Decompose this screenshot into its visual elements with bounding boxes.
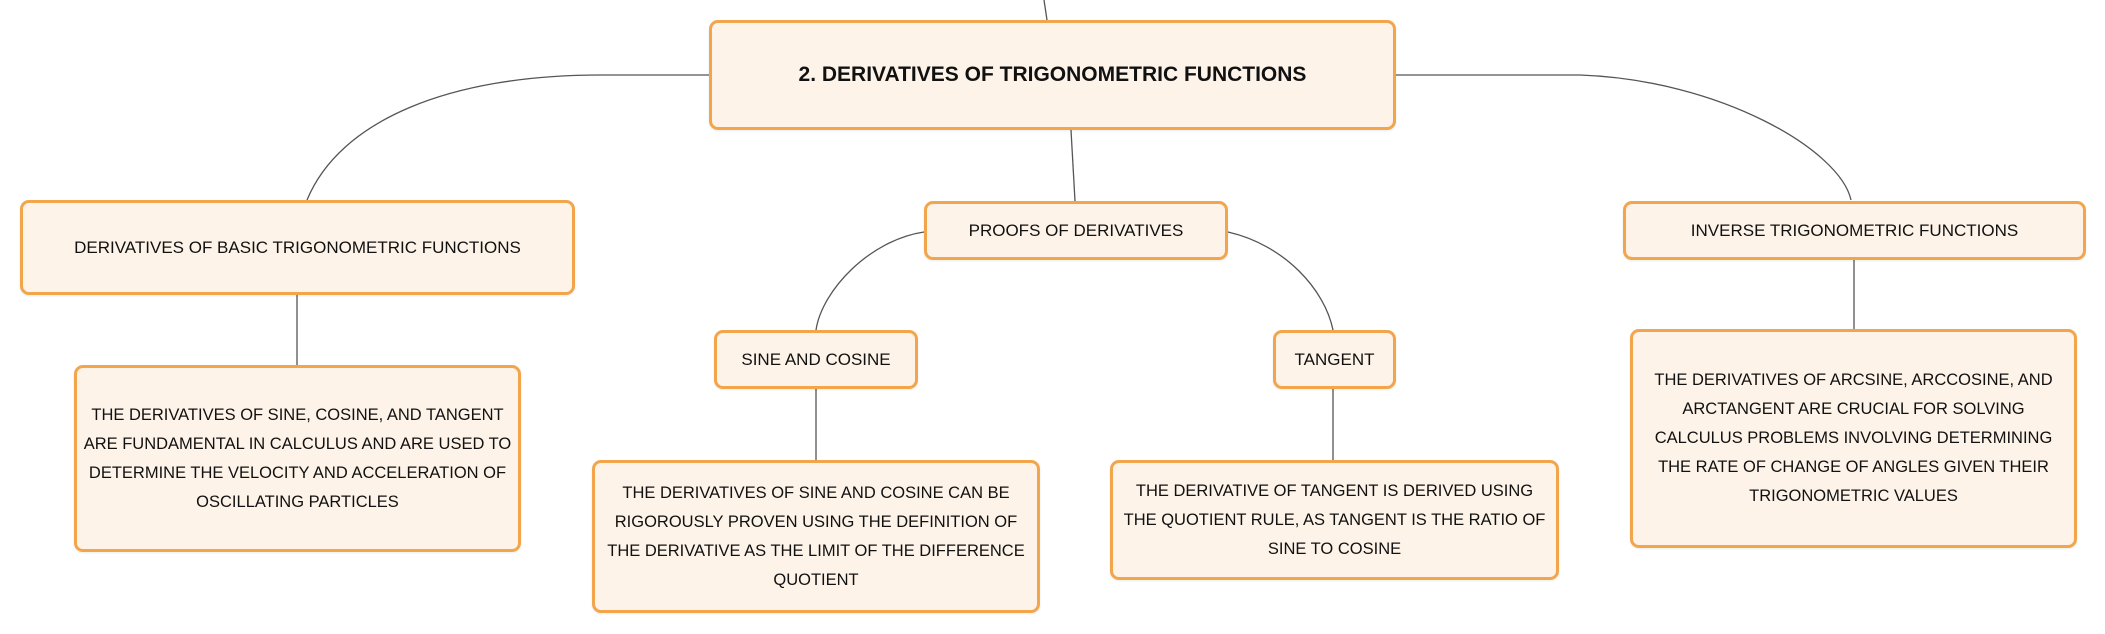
proofs-label: PROOFS OF DERIVATIVES xyxy=(968,220,1184,240)
tangent-label: TANGENT xyxy=(1294,349,1375,369)
edge-root-basic xyxy=(306,74,709,201)
tangent-description-node[interactable]: THE DERIVATIVE OF TANGENT IS DERIVED USI… xyxy=(1110,460,1559,580)
basic-functions-node[interactable]: DERIVATIVES OF BASIC TRIGONOMETRIC FUNCT… xyxy=(20,200,575,295)
sine-cosine-description: THE DERIVATIVES OF SINE AND COSINE CAN B… xyxy=(607,483,1025,589)
edge-root-inverse xyxy=(1396,74,1852,201)
edge-root-proofs xyxy=(1070,129,1076,202)
tangent-description: THE DERIVATIVE OF TANGENT IS DERIVED USI… xyxy=(1123,481,1546,558)
proofs-node[interactable]: PROOFS OF DERIVATIVES xyxy=(924,201,1228,260)
sine-cosine-label: SINE AND COSINE xyxy=(741,349,891,369)
basic-functions-description: THE DERIVATIVES OF SINE, COSINE, AND TAN… xyxy=(83,405,512,511)
root-node[interactable]: 2. DERIVATIVES OF TRIGONOMETRIC FUNCTION… xyxy=(709,20,1396,130)
edge-parent-root xyxy=(1043,0,1048,21)
sine-cosine-description-node[interactable]: THE DERIVATIVES OF SINE AND COSINE CAN B… xyxy=(592,460,1040,613)
sine-cosine-node[interactable]: SINE AND COSINE xyxy=(714,330,918,389)
tangent-node[interactable]: TANGENT xyxy=(1273,330,1396,389)
inverse-functions-node[interactable]: INVERSE TRIGONOMETRIC FUNCTIONS xyxy=(1623,201,2086,260)
edge-proofs-tangent xyxy=(1227,231,1334,331)
edge-proofs-sine xyxy=(815,231,925,331)
basic-functions-description-node[interactable]: THE DERIVATIVES OF SINE, COSINE, AND TAN… xyxy=(74,365,521,552)
inverse-functions-label: INVERSE TRIGONOMETRIC FUNCTIONS xyxy=(1690,220,2019,240)
inverse-functions-description: THE DERIVATIVES OF ARCSINE, ARCCOSINE, A… xyxy=(1654,371,2053,505)
basic-functions-label: DERIVATIVES OF BASIC TRIGONOMETRIC FUNCT… xyxy=(74,237,521,257)
root-label: 2. DERIVATIVES OF TRIGONOMETRIC FUNCTION… xyxy=(798,63,1307,86)
inverse-functions-description-node[interactable]: THE DERIVATIVES OF ARCSINE, ARCCOSINE, A… xyxy=(1630,329,2077,548)
